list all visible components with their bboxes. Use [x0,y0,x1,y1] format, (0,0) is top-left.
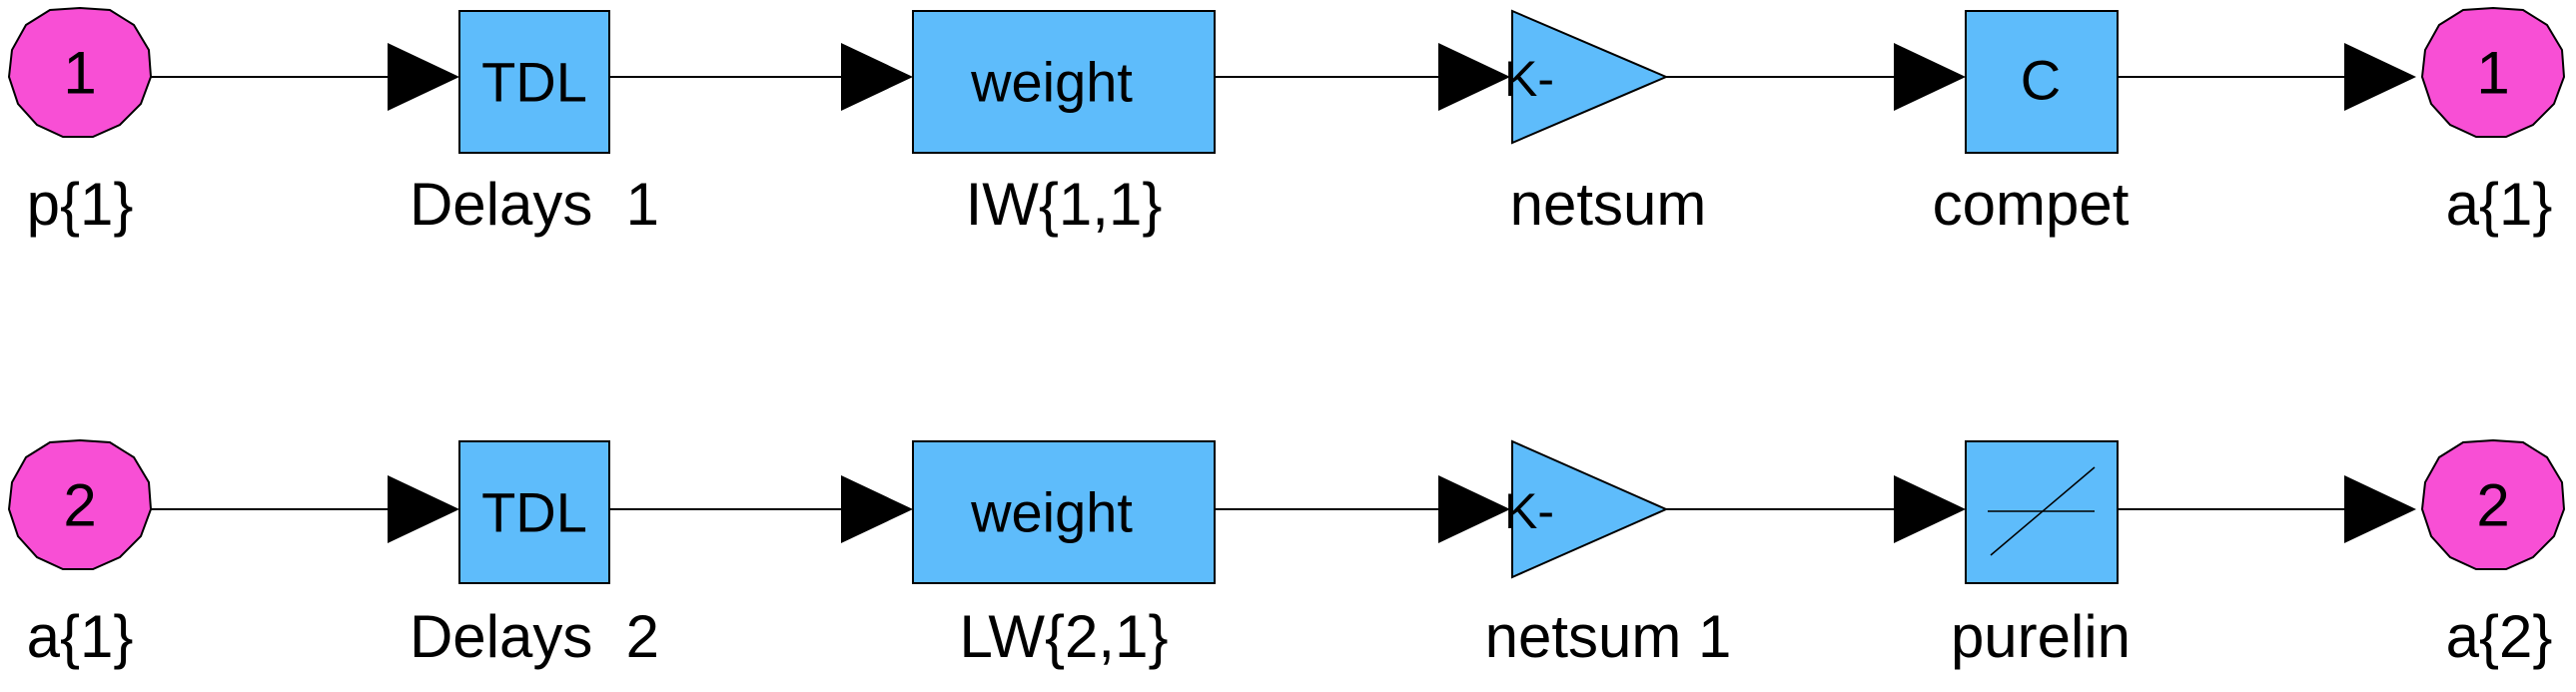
delay-block-2-label: Delays 2 [410,603,659,670]
port-shape[interactable] [7,6,153,138]
gain-block-1-text: K- [1504,51,1554,107]
row-2: 2 a{1} TDL Delays 2 weight LW{2,1} K- ne… [7,438,2566,670]
weight-block-shape[interactable] [912,10,1216,154]
gain-block-1-label: netsum [1510,171,1707,238]
transfer-block-2-label: purelin [1951,603,2131,670]
weight-block-2[interactable]: weight [912,440,1216,584]
signal-arrow [388,475,459,543]
output-port-1[interactable]: 1 [2420,6,2566,138]
weight-block-1-text: weight [970,51,1133,114]
transfer-block-1-text: C [2021,49,2061,112]
signal-arrow [388,43,459,111]
gain-block-1[interactable]: K- [1504,9,1669,145]
signal-arrow [1438,43,1510,111]
transfer-block-1-label: compet [1933,171,2130,238]
transfer-block-shape[interactable] [1965,10,2119,154]
input-port-1-label: p{1} [27,171,134,238]
gain-block-shape[interactable] [1511,439,1669,579]
transfer-block-2[interactable] [1965,440,2119,584]
weight-block-2-text: weight [970,481,1133,544]
output-port-1-label: a{1} [2446,171,2553,238]
weight-block-1-label: IW{1,1} [966,171,1163,238]
output-port-2-number: 2 [2476,472,2509,539]
weight-block-1[interactable]: weight [912,10,1216,154]
signal-arrow [1438,475,1510,543]
delay-block-shape[interactable] [458,440,610,584]
delay-block-shape[interactable] [458,10,610,154]
output-port-2[interactable]: 2 [2420,438,2566,570]
delay-block-1-label: Delays 1 [410,171,659,238]
delay-block-1-text: TDL [481,51,587,114]
input-port-1-number: 1 [63,40,96,107]
port-shape[interactable] [7,438,153,570]
signal-arrow [2344,43,2416,111]
output-port-2-label: a{2} [2446,603,2553,670]
output-port-1-number: 1 [2476,40,2509,107]
gain-block-shape[interactable] [1511,9,1669,145]
delay-block-2-text: TDL [481,481,587,544]
gain-block-2-text: K- [1504,483,1554,539]
transfer-block-shape[interactable] [1965,440,2119,584]
linear-ramp-icon [1988,466,2096,556]
input-port-2-label: a{1} [27,603,134,670]
transfer-block-1[interactable]: C [1965,10,2119,154]
weight-block-shape[interactable] [912,440,1216,584]
row-1: 1 p{1} TDL Delays 1 weight IW{1,1} K- ne… [7,6,2566,238]
input-port-2[interactable]: 2 [7,438,153,570]
delay-block-1[interactable]: TDL [458,10,610,154]
signal-arrow [1894,475,1966,543]
port-shape[interactable] [2420,438,2566,570]
port-shape[interactable] [2420,6,2566,138]
weight-block-2-label: LW{2,1} [959,603,1168,670]
signal-arrow [2344,475,2416,543]
delay-block-2[interactable]: TDL [458,440,610,584]
gain-block-2[interactable]: K- [1504,439,1669,579]
signal-arrow [1894,43,1966,111]
signal-arrow [841,43,913,111]
input-port-1[interactable]: 1 [7,6,153,138]
signal-arrow [841,475,913,543]
input-port-2-number: 2 [63,472,96,539]
gain-block-2-label: netsum 1 [1485,603,1732,670]
